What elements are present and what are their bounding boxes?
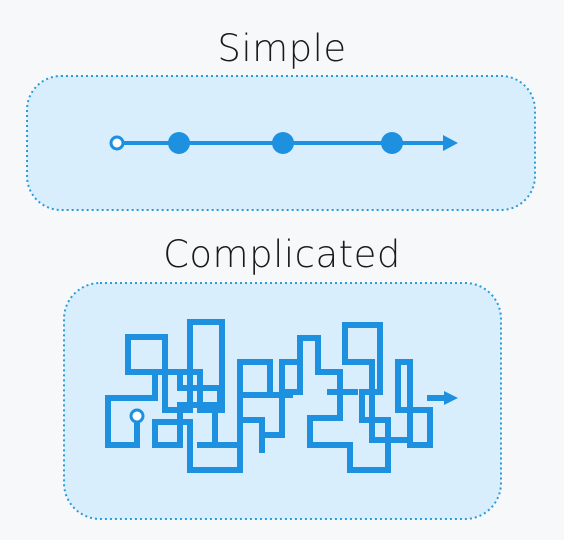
simple-path-arrowhead: [443, 135, 458, 151]
simple-start-node: [109, 135, 125, 151]
tangle-mid-top: [297, 335, 391, 473]
simple-title: Simple: [217, 27, 347, 70]
tangle-right-tall: [342, 322, 413, 473]
tangle-left-outer: [105, 334, 168, 448]
tangle-left-down: [187, 402, 243, 473]
simple-node-1: [168, 132, 190, 154]
complicated-path-arrowhead: [444, 391, 458, 405]
tangle-left-upper: [147, 319, 225, 413]
complicated-start-node: [129, 408, 145, 424]
complicated-path: [105, 319, 449, 473]
tangle-left-low: [152, 369, 223, 448]
tangle-right-box: [395, 359, 433, 448]
complicated-title: Complicated: [163, 233, 401, 276]
simple-node-2: [272, 132, 294, 154]
tangle-mid-upper: [237, 359, 273, 453]
simple-node-3: [381, 132, 403, 154]
